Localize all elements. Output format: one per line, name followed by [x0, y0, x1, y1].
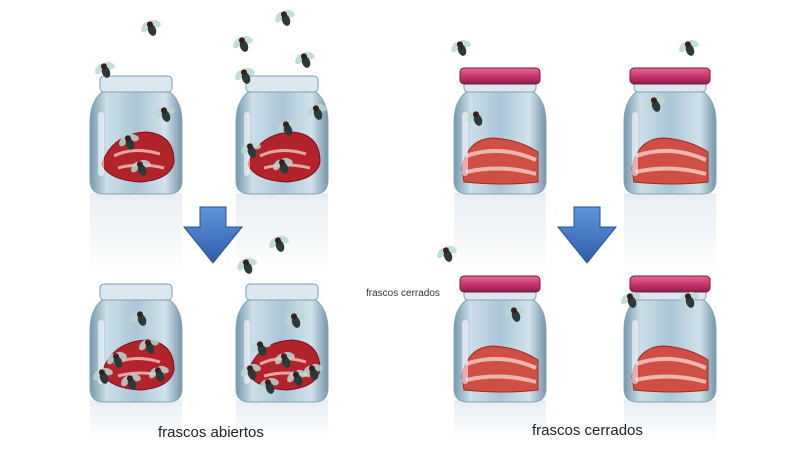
meat-icon	[631, 345, 709, 393]
jar-icon	[623, 275, 717, 403]
meat-icon	[461, 345, 539, 393]
meat-icon	[631, 137, 709, 185]
fly-icon	[259, 377, 279, 394]
fly-icon	[149, 365, 169, 382]
fly-icon	[121, 373, 141, 390]
reflections	[90, 193, 716, 440]
fly-icon	[679, 39, 699, 56]
fly-icon	[269, 235, 289, 252]
fly-icon	[237, 257, 257, 274]
fly-icon	[131, 159, 151, 176]
meat-icon	[247, 131, 321, 183]
lid-icon	[459, 275, 541, 293]
fly-icon	[467, 109, 487, 126]
fly-icon	[437, 245, 457, 262]
fly-icon	[155, 105, 175, 122]
jar-icon	[453, 67, 547, 195]
lid-icon	[629, 275, 711, 293]
jar-icon	[623, 67, 717, 195]
fly-icon	[273, 157, 293, 174]
lid-icon	[459, 67, 541, 85]
fly-icon	[251, 339, 271, 356]
fly-icon	[295, 51, 315, 68]
fly-icon	[307, 103, 327, 120]
fly-icon	[645, 95, 665, 112]
lid-icon	[629, 67, 711, 85]
fly-icon	[119, 133, 139, 150]
fly-icon	[275, 9, 295, 26]
closed-jars-label: frascos cerrados	[532, 422, 643, 439]
fly-icon	[505, 305, 525, 322]
fly-icon	[95, 61, 115, 78]
fly-icon	[277, 119, 297, 136]
fly-icon	[139, 337, 159, 354]
fly-icon	[141, 19, 161, 36]
down-arrow-icon	[556, 206, 618, 264]
fly-icon	[241, 363, 261, 380]
jar-icon	[235, 75, 329, 195]
fly-icon	[93, 367, 113, 384]
closed-jars-small-label: frascos cerrados	[366, 288, 440, 299]
fly-icon	[107, 351, 127, 368]
jar-icon	[453, 275, 547, 403]
jars-layer	[89, 67, 717, 403]
fly-icon	[285, 311, 305, 328]
fly-icon	[451, 39, 471, 56]
fly-icon	[303, 363, 323, 380]
fly-icon	[287, 369, 307, 386]
down-arrow-icon	[182, 206, 244, 264]
fly-icon	[233, 35, 253, 52]
fly-icon	[621, 291, 641, 308]
fly-icon	[235, 67, 255, 84]
open-jars-label: frascos abiertos	[158, 424, 264, 441]
fly-icon	[275, 351, 295, 368]
jar-icon	[89, 75, 183, 195]
fly-icon	[679, 291, 699, 308]
fly-icon	[241, 141, 261, 158]
meat-icon	[461, 137, 539, 185]
flies-layer	[93, 9, 699, 394]
jar-icon	[235, 283, 329, 403]
fly-icon	[131, 309, 151, 326]
